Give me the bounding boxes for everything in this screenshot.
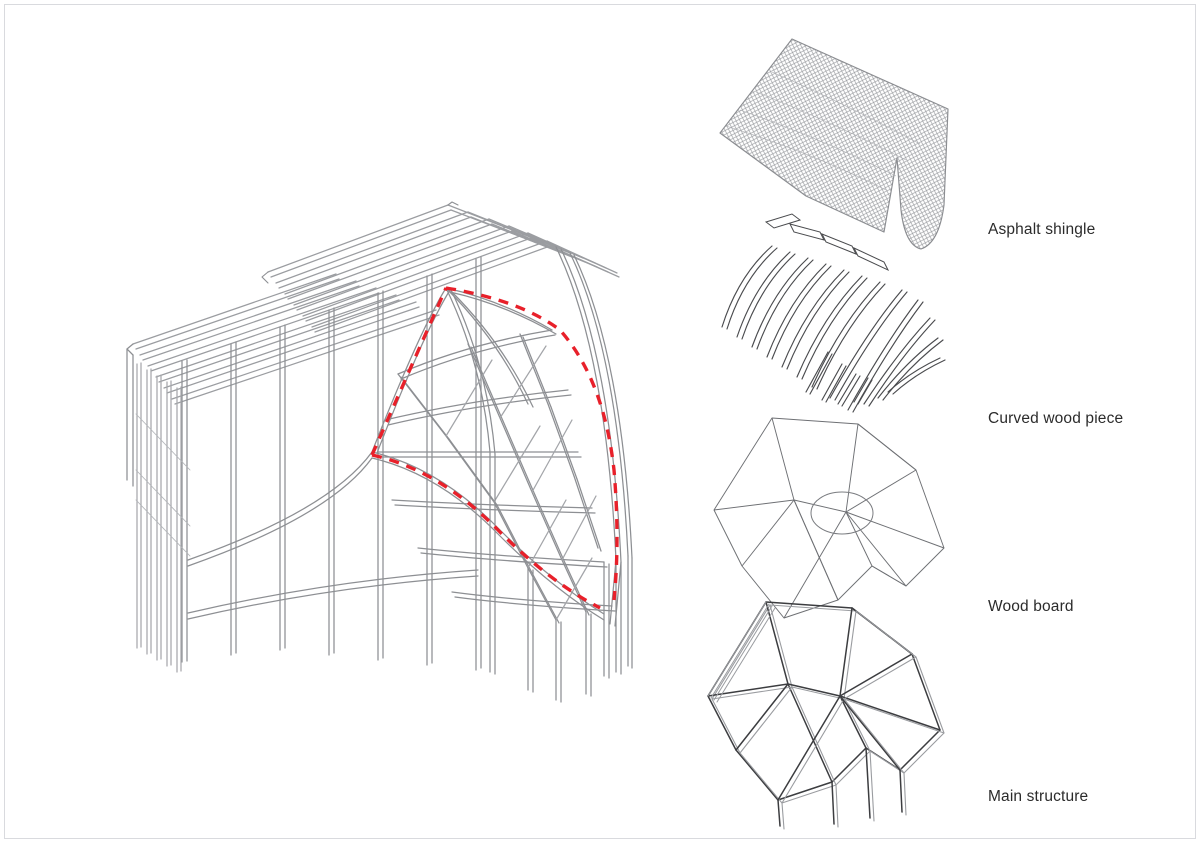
layer-label-main-structure: Main structure <box>988 788 1089 805</box>
oculus-opening <box>810 491 874 535</box>
gridshell-bay <box>377 246 633 627</box>
gridshell-highlight-outline <box>370 286 619 610</box>
layer-asphalt-shingle <box>719 38 949 250</box>
wall-columns <box>181 256 482 671</box>
rear-face-bracing <box>135 413 191 557</box>
shingle-curvature-lines <box>725 71 921 191</box>
front-roof-edges <box>126 343 134 487</box>
rear-depth-columns <box>136 362 182 673</box>
shingle-surface-outline <box>719 38 949 250</box>
wall-rails <box>187 451 479 620</box>
rear-roof-purlins-right <box>447 204 620 278</box>
layer-main-structure <box>707 601 945 830</box>
rear-roof-edges <box>261 201 459 284</box>
gridshell-legs <box>489 451 633 703</box>
layer-label-wood-board: Wood board <box>988 598 1074 615</box>
main-isometric-drawing <box>126 201 633 703</box>
layer-label-curved-wood-piece: Curved wood piece <box>988 410 1124 427</box>
rear-roof-purlins <box>267 204 551 333</box>
front-roof-purlins <box>132 273 440 405</box>
layer-curved-wood-piece <box>721 213 946 413</box>
layer-wood-board <box>713 417 945 619</box>
layer-label-asphalt-shingle: Asphalt shingle <box>988 221 1096 238</box>
gridshell-eave <box>371 451 605 621</box>
